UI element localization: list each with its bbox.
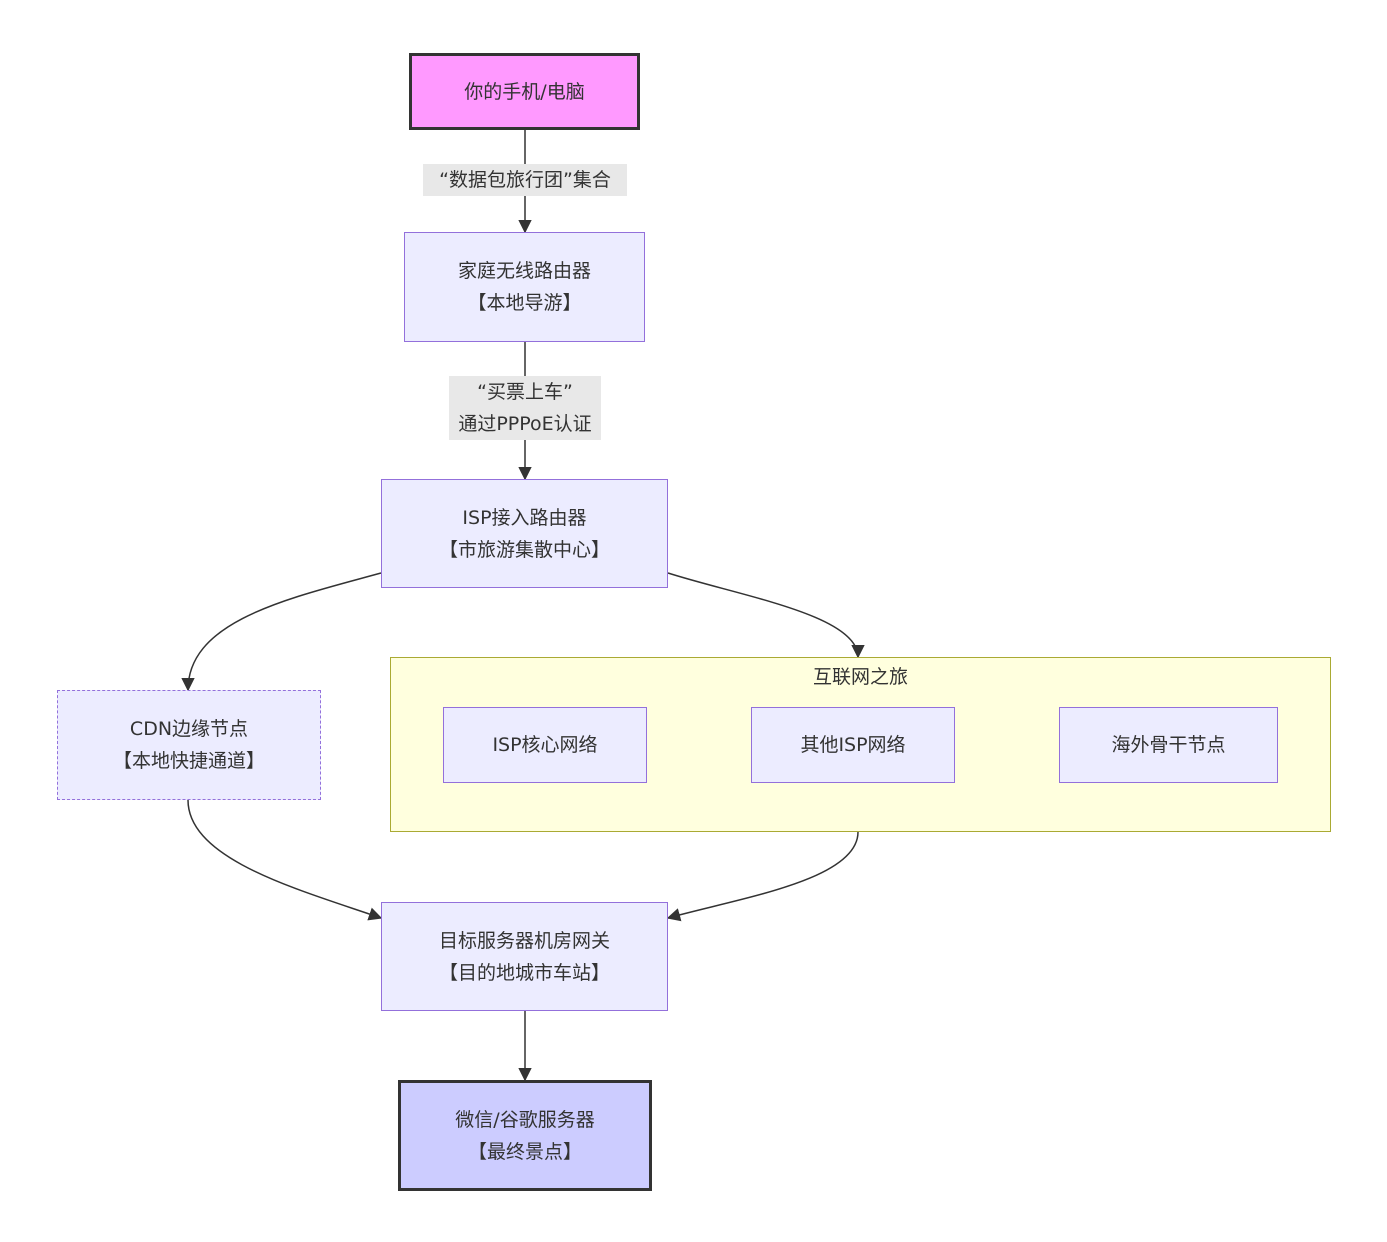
edge-label-ticket: “买票上车” 通过PPPoE认证 (449, 376, 601, 440)
node-server[interactable]: 微信/谷歌服务器 【最终景点】 (398, 1080, 652, 1191)
edge-label-gather: “数据包旅行团”集合 (423, 164, 627, 196)
edge-cdn-to-gateway (187, 799, 383, 921)
node-device-label: 你的手机/电脑 (464, 80, 585, 103)
node-isp-router-label: ISP接入路由器 (462, 506, 587, 529)
node-gateway-label: 目标服务器机房网关 (438, 929, 610, 952)
edge-label-gather-text: “数据包旅行团”集合 (439, 169, 611, 191)
node-overseas-label: 海外骨干节点 (1111, 734, 1226, 756)
node-cdn[interactable]: CDN边缘节点 【本地快捷通道】 (57, 690, 321, 800)
edge-label-ticket-line1: “买票上车” (477, 381, 573, 403)
node-other-isp-label: 其他ISP网络 (800, 734, 906, 756)
node-server-label: 微信/谷歌服务器 (455, 1108, 595, 1131)
node-other-isp[interactable]: 其他ISP网络 (751, 707, 955, 783)
node-isp-core[interactable]: ISP核心网络 (443, 707, 647, 783)
node-overseas[interactable]: 海外骨干节点 (1059, 707, 1278, 783)
node-isp-core-label: ISP核心网络 (492, 734, 598, 756)
cluster-title: 互联网之旅 (812, 666, 908, 688)
node-isp-router-sublabel: 【市旅游集散中心】 (438, 538, 610, 561)
node-device[interactable]: 你的手机/电脑 (409, 53, 640, 130)
node-server-sublabel: 【最终景点】 (467, 1140, 582, 1163)
edge-isp-router-to-internet (667, 572, 865, 659)
edge-label-ticket-line2: 通过PPPoE认证 (458, 413, 592, 435)
node-home-router[interactable]: 家庭无线路由器 【本地导游】 (404, 232, 645, 342)
node-home-router-label: 家庭无线路由器 (457, 260, 591, 282)
node-gateway-sublabel: 【目的地城市车站】 (438, 961, 610, 984)
edge-isp-router-to-cdn (181, 572, 382, 692)
node-cdn-sublabel: 【本地快捷通道】 (112, 750, 265, 772)
edge-internet-to-gateway (666, 831, 859, 922)
node-home-router-sublabel: 【本地导游】 (467, 292, 582, 314)
node-isp-router[interactable]: ISP接入路由器 【市旅游集散中心】 (381, 479, 668, 588)
node-gateway[interactable]: 目标服务器机房网关 【目的地城市车站】 (381, 902, 668, 1011)
node-cdn-label: CDN边缘节点 (129, 718, 249, 740)
